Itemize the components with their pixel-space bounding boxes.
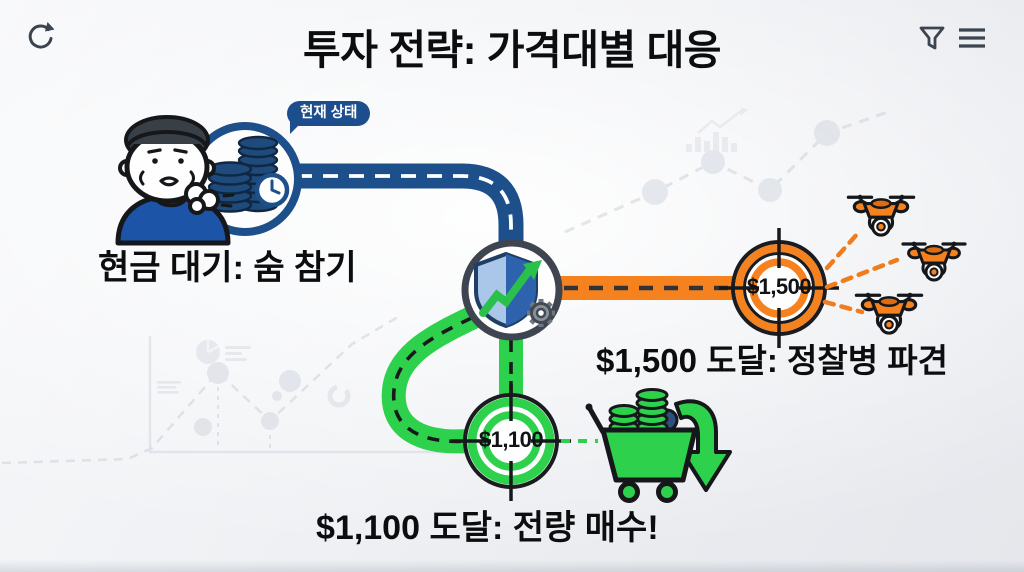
refresh-button[interactable] — [22, 18, 58, 54]
buy-price-label: $1,100 — [478, 427, 544, 452]
background-chart-top-right — [564, 107, 889, 234]
buy-stage-caption: $1,100 도달: 전량 매수! — [316, 509, 659, 547]
filter-icon — [919, 26, 945, 50]
page-title: 투자 전략: 가격대별 대응 — [302, 27, 722, 73]
cash-stage-caption: 현금 대기: 숨 참기 — [98, 249, 357, 287]
current-state-badge: 현재 상태 — [287, 101, 371, 133]
filter-button[interactable] — [914, 20, 950, 56]
background-chart-bottom-left — [1, 315, 448, 465]
refresh-icon — [28, 22, 55, 49]
person-holding-breath-icon — [115, 115, 235, 246]
shield-uptrend-gear-icon — [461, 239, 563, 341]
scout-dashed-lines — [822, 229, 900, 315]
drone-icon — [854, 290, 924, 335]
menu-button[interactable] — [954, 20, 990, 56]
buy-cart-down-arrow-icon — [585, 388, 732, 503]
menu-icon — [959, 28, 985, 48]
scout-target-icon — [719, 228, 839, 348]
bottom-edge-shade — [0, 560, 1024, 572]
scout-stage-caption: $1,500 도달: 정찰병 파견 — [596, 342, 948, 379]
road-cash-to-hub — [297, 163, 524, 252]
drone-icon — [901, 239, 967, 282]
buy-target-icon — [451, 381, 571, 501]
drone-icon — [846, 192, 916, 237]
scout-price-label: $1,500 — [746, 274, 812, 299]
